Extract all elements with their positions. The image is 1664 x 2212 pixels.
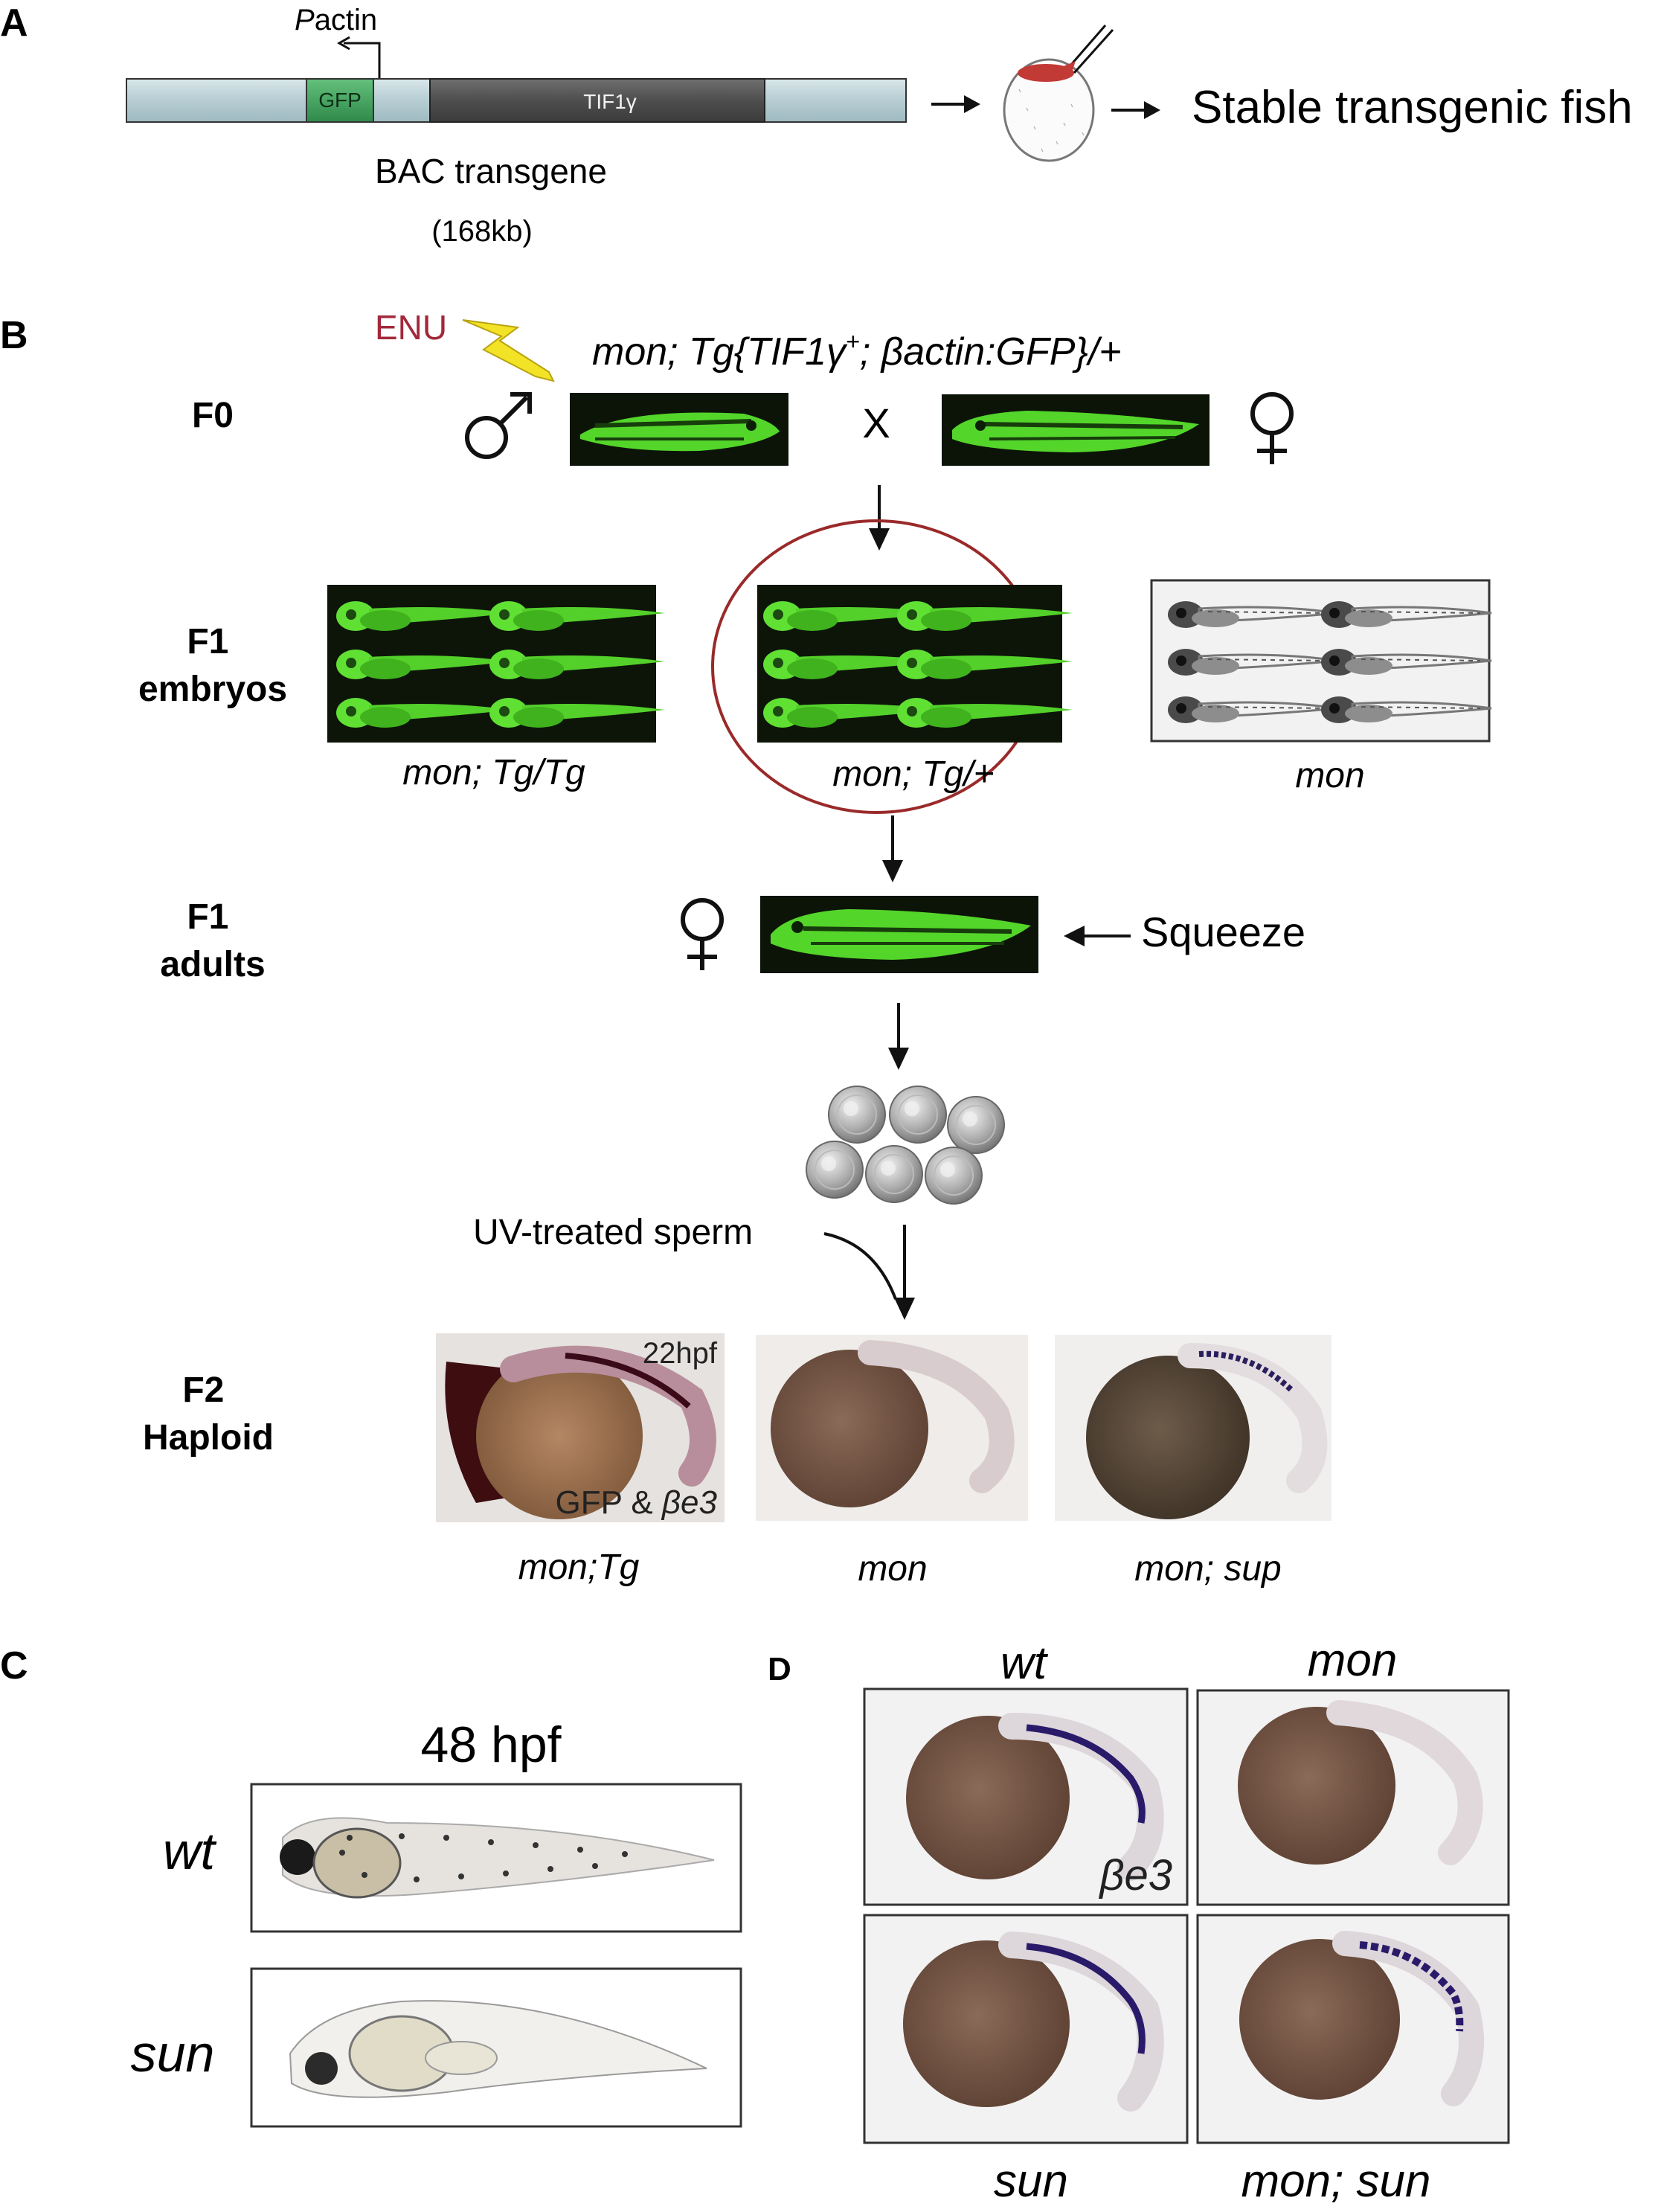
- row-label-f1-adults: F1 adults: [160, 897, 265, 984]
- d-gene-label: βe3: [1098, 1851, 1172, 1900]
- lightning-bolt-icon: [462, 319, 555, 382]
- eggs-cluster-image: [806, 1086, 1005, 1205]
- row-label-sun: sun: [131, 2025, 215, 2083]
- enu-label: ENU: [375, 308, 447, 347]
- f1-embryos-mon-image: [1150, 579, 1493, 743]
- stage-48hpf-label: 48 hpf: [420, 1716, 561, 1773]
- panel-a-letter: A: [0, 1, 28, 45]
- d-wt-image: βe3: [863, 1687, 1189, 1906]
- bac-size-label: (168kb): [431, 215, 533, 248]
- f2-caption-mon: mon: [858, 1549, 927, 1589]
- panel-d-letter: D: [768, 1651, 791, 1687]
- panel-d: D wt mon βe3: [768, 1635, 1510, 2207]
- f2-mon-tg-image: 22hpf GFP & βe3: [436, 1333, 725, 1522]
- f2-mon-image: [756, 1335, 1028, 1521]
- f2-stain-label: GFP & βe3: [555, 1484, 717, 1521]
- arrow-left-icon: [1064, 926, 1085, 946]
- row-label-wt: wt: [163, 1822, 217, 1880]
- squeeze-label: Squeeze: [1141, 908, 1305, 955]
- arrow-right-icon: [964, 95, 980, 113]
- row-label-f1-embryos: F1 embryos: [138, 622, 287, 709]
- panel-c: C 48 hpf wt sun: [0, 1644, 742, 2128]
- injected-embryo-icon: [1003, 25, 1114, 162]
- d-label-wt: wt: [1000, 1638, 1049, 1689]
- gfp-segment-label: GFP: [318, 89, 362, 112]
- f2-mon-sup-image: [1055, 1335, 1331, 1521]
- row-label-f0: F0: [192, 396, 234, 435]
- arrow-down-icon-3: [888, 1048, 909, 1070]
- panel-b-letter: B: [0, 314, 28, 357]
- promoter-label: Pactin: [295, 4, 377, 36]
- cross-symbol: X: [862, 400, 890, 446]
- male-symbol-icon: [465, 392, 532, 459]
- wt-48hpf-image: [250, 1783, 742, 1933]
- f2-caption-mon-sup: mon; sup: [1134, 1549, 1281, 1589]
- d-label-mon: mon: [1308, 1635, 1398, 1686]
- d-mon-sun-image: [1196, 1914, 1510, 2144]
- f1-caption-tg-tg: mon; Tg/Tg: [402, 753, 585, 792]
- female-symbol-icon: [1250, 392, 1294, 464]
- bac-transgene-label: BAC transgene: [375, 152, 607, 190]
- genotype-title: mon; Tg{TIF1γ+; βactin:GFP}/+: [592, 328, 1122, 374]
- f1-adult-fish-image: [760, 896, 1038, 973]
- sun-48hpf-image: [250, 1967, 742, 2128]
- f2-caption-mon-tg: mon;Tg: [518, 1548, 640, 1587]
- f1-embryos-tg-plus-image: [757, 585, 1073, 743]
- panel-c-letter: C: [0, 1644, 28, 1687]
- f1-caption-mon: mon: [1295, 756, 1364, 795]
- uv-treated-sperm-label: UV-treated sperm: [473, 1213, 753, 1252]
- f0-female-fish-image: [942, 394, 1210, 466]
- f0-male-fish-image: [570, 393, 788, 466]
- arrow-down-icon-4: [894, 1298, 915, 1320]
- curved-arrow-icon: [823, 1232, 897, 1300]
- arrow-down-icon-2: [882, 860, 903, 882]
- f2-stage-label: 22hpf: [643, 1337, 718, 1370]
- f1-embryos-tg-tg-image: [327, 585, 665, 743]
- row-label-f2-haploid: F2 Haploid: [143, 1371, 274, 1458]
- gfp-segment: [306, 78, 374, 123]
- d-label-mon-sun: mon; sun: [1241, 2155, 1430, 2207]
- tif1g-segment: [429, 78, 765, 123]
- d-mon-image: [1196, 1689, 1510, 1906]
- arrow-down-icon: [869, 528, 890, 551]
- tif1g-segment-label: TIF1γ: [583, 90, 637, 113]
- f1-caption-tg-plus: mon; Tg/+: [832, 754, 994, 794]
- promoter-arrow-icon: [344, 42, 381, 83]
- panel-a: A Pactin GFP TIF1γ BAC transgene (168kb): [0, 1, 1633, 248]
- stable-transgenic-label: Stable transgenic fish: [1192, 82, 1633, 133]
- d-sun-image: [863, 1914, 1189, 2144]
- panel-b: B ENU mon; Tg{TIF1γ+; βactin:GFP}/+ F0 F…: [0, 308, 1493, 1589]
- d-label-sun: sun: [994, 2155, 1068, 2207]
- arrow-right-icon-2: [1144, 101, 1160, 119]
- female-symbol-icon-2: [681, 898, 724, 970]
